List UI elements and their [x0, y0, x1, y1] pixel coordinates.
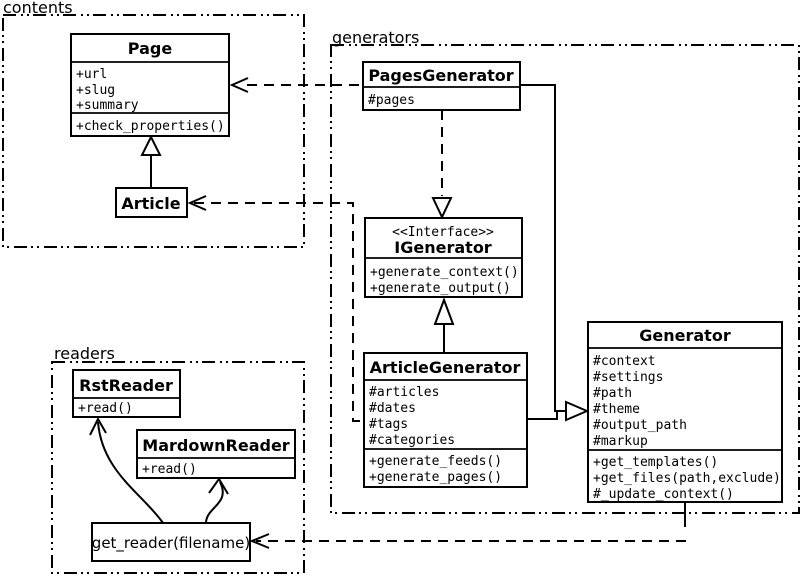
class-attribute: #markup	[593, 434, 648, 449]
class-method: +generate_feeds()	[369, 454, 502, 469]
inheritance-line-pagesgenerator	[520, 84, 566, 412]
class-attribute: +slug	[76, 83, 115, 98]
class-method: +generate_output()	[370, 281, 511, 296]
realization-arrow-pagesgenerator-to-igenerator	[431, 110, 453, 220]
class-attribute: +url	[76, 67, 107, 82]
class-mardownreader-box	[136, 429, 296, 479]
hollow-triangle-icon	[565, 400, 590, 422]
inheritance-arrow-generators-to-generator	[520, 84, 590, 422]
class-method: +read()	[142, 462, 197, 477]
class-attribute: #dates	[369, 401, 416, 416]
inheritance-line-articlegenerator	[527, 411, 558, 420]
arrow-getreader-to-rstreader	[89, 416, 164, 524]
class-name: MardownReader	[142, 436, 290, 455]
class-attribute: #theme	[593, 402, 640, 417]
class-method: +generate_pages()	[369, 470, 502, 485]
class-name: IGenerator	[394, 238, 492, 257]
class-attribute: #articles	[369, 385, 439, 400]
class-articlegenerator: ArticleGenerator #articles #dates #tags …	[363, 352, 528, 488]
class-page: Page +url +slug +summary +check_properti…	[70, 33, 230, 137]
class-method: +generate_context()	[370, 265, 519, 280]
class-rstreader-box	[72, 369, 181, 418]
class-attribute: #path	[593, 386, 632, 401]
class-method: +get_templates()	[593, 455, 718, 470]
class-name: Article	[121, 194, 180, 213]
class-pagesgenerator-box	[362, 61, 521, 111]
class-attribute: #settings	[593, 370, 663, 385]
package-contents: contents	[2, 0, 305, 248]
open-arrowhead-icon	[187, 195, 207, 211]
dependency-line	[194, 202, 363, 422]
class-attribute: #categories	[369, 433, 455, 448]
class-generator-box	[587, 321, 783, 503]
hollow-triangle-icon	[433, 297, 455, 325]
class-name: Generator	[639, 326, 731, 345]
class-generator: Generator #context #settings #path #them…	[587, 321, 783, 503]
class-mardownreader: MardownReader +read()	[136, 429, 296, 479]
package-readers: readers	[51, 344, 305, 574]
class-article-box	[115, 187, 188, 218]
package-contents-label: contents	[3, 0, 73, 17]
class-rstreader: RstReader +read()	[72, 369, 181, 418]
class-method: +read()	[78, 401, 133, 416]
class-igenerator: <<Interface>> IGenerator +generate_conte…	[364, 217, 523, 298]
open-arrowhead-icon	[208, 477, 229, 495]
package-generators-label: generators	[332, 28, 419, 47]
association-curve	[97, 421, 164, 524]
hollow-triangle-icon	[140, 134, 162, 156]
package-generators-border	[330, 44, 800, 514]
class-attribute: +summary	[76, 98, 139, 113]
class-name: ArticleGenerator	[370, 358, 521, 377]
dependency-arrow-pagesgenerator-to-page	[229, 77, 362, 93]
class-attribute: #context	[593, 354, 656, 369]
inheritance-arrow-articlegenerator-to-igenerator	[433, 297, 455, 353]
hollow-triangle-icon	[431, 197, 453, 220]
inheritance-arrow-article-to-page	[140, 134, 162, 188]
class-method: +check_properties()	[76, 119, 225, 134]
package-contents-border	[2, 14, 305, 248]
class-articlegenerator-box	[363, 352, 528, 488]
function-getreader: get_reader(filename)	[91, 522, 251, 562]
class-attribute: #pages	[368, 93, 415, 108]
package-generators: generators	[330, 28, 800, 514]
class-name: PagesGenerator	[368, 66, 513, 85]
class-method: +get_files(path,exclude)	[593, 471, 781, 486]
class-attribute: #output_path	[593, 418, 687, 433]
package-readers-label: readers	[54, 344, 115, 363]
open-arrowhead-icon	[229, 77, 249, 93]
open-arrowhead-icon	[89, 416, 107, 436]
dependency-arrow-articlegenerator-to-article	[187, 195, 363, 422]
class-page-box	[70, 33, 230, 137]
package-readers-border	[51, 361, 305, 574]
class-name: RstReader	[79, 376, 173, 395]
function-name: get_reader(filename)	[92, 534, 250, 553]
arrow-getreader-to-mardownreader	[205, 477, 229, 524]
association-curve	[205, 481, 224, 524]
class-stereotype: <<Interface>>	[392, 225, 494, 240]
dependency-arrow-generator-to-getreader	[249, 502, 686, 549]
function-getreader-box	[91, 522, 251, 562]
class-article: Article	[115, 187, 188, 218]
class-pagesgenerator: PagesGenerator #pages	[362, 61, 521, 111]
open-arrowhead-icon	[249, 533, 270, 549]
class-attribute: #tags	[369, 417, 408, 432]
class-method: #_update_context()	[593, 487, 734, 502]
class-name: Page	[128, 39, 173, 58]
